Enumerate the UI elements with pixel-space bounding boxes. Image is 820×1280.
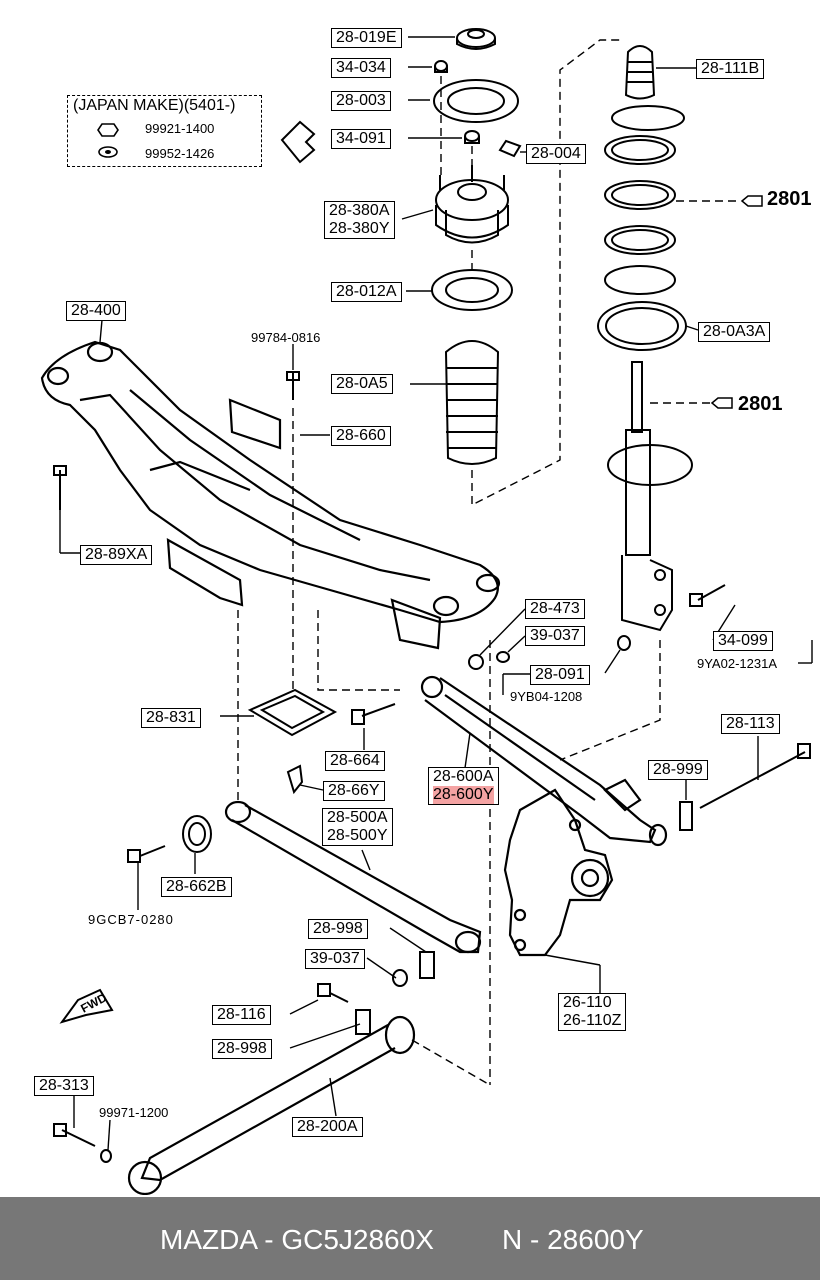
seat-28-003 (433, 79, 519, 123)
label-34-091[interactable]: 34-091 (331, 129, 391, 149)
bushing-28-473 (468, 654, 484, 670)
label-9YB04-1208[interactable]: 9YB04-1208 (510, 689, 583, 704)
label-28-600A: 28-600A (433, 768, 494, 785)
label-26-110-a: 26-110 (563, 994, 612, 1011)
washer-28-998-b (355, 1009, 371, 1035)
label-28-500Y: 28-500Y (327, 827, 388, 844)
label-28-600[interactable]: 28-600A 28-600Y (428, 767, 499, 805)
dust-cap-28-019E (456, 28, 496, 50)
label-28-600Y-highlighted: 28-600Y (433, 786, 494, 804)
label-28-012A[interactable]: 28-012A (331, 282, 402, 302)
label-28-004[interactable]: 28-004 (526, 144, 586, 164)
bolt-28-313 (53, 1123, 96, 1147)
label-39-037-a[interactable]: 39-037 (525, 626, 585, 646)
label-28-019E[interactable]: 28-019E (331, 28, 402, 48)
label-28-380Y: 28-380Y (329, 220, 390, 237)
footer-bar: MAZDA - GC5J2860X N - 28600Y (0, 1197, 820, 1280)
label-9YA02-1231A[interactable]: 9YA02-1231A (697, 656, 777, 671)
label-28-998-b[interactable]: 28-998 (212, 1039, 272, 1059)
nut-28-66Y (286, 764, 304, 795)
nut-39-037-b (392, 969, 408, 987)
japan-make-box (67, 95, 262, 167)
shock-absorber-2801 (607, 361, 693, 632)
lateral-arm-28-500 (224, 800, 482, 954)
label-26-110Z: 26-110Z (563, 1012, 622, 1029)
label-28-662B[interactable]: 28-662B (161, 877, 232, 897)
nut-34-034 (434, 60, 448, 73)
nut-39-037-a (496, 651, 510, 663)
label-28-831[interactable]: 28-831 (141, 708, 201, 728)
japan-make-title: (JAPAN MAKE)(5401-) (73, 97, 236, 114)
knuckle-26-110 (503, 788, 614, 957)
label-28-89XA[interactable]: 28-89XA (80, 545, 153, 565)
footer-part-number: MAZDA - GC5J2860X (160, 1224, 434, 1255)
label-28-473[interactable]: 28-473 (525, 599, 585, 619)
footer-oem-number: N - 28600Y (502, 1224, 644, 1255)
lower-arm-28-200A (127, 1015, 416, 1195)
label-28-999[interactable]: 28-999 (648, 760, 708, 780)
label-28-091[interactable]: 28-091 (530, 665, 590, 685)
label-2801-shock[interactable]: 2801 (738, 393, 783, 415)
label-28-500[interactable]: 28-500A 28-500Y (322, 808, 393, 846)
arrow-icon (740, 195, 763, 207)
label-99971-1200[interactable]: 99971-1200 (99, 1105, 169, 1120)
label-28-111B[interactable]: 28-111B (696, 59, 765, 79)
washer-28-004 (498, 139, 522, 158)
washer-99971 (100, 1149, 112, 1163)
label-39-037-b[interactable]: 39-037 (305, 949, 365, 969)
bolt-28-664 (351, 703, 396, 725)
nut-washer-icon (97, 123, 119, 158)
label-28-116[interactable]: 28-116 (212, 1005, 271, 1025)
label-28-313[interactable]: 28-313 (34, 1076, 94, 1096)
bushing-cover-28-831 (247, 688, 338, 737)
nut-28-091 (617, 635, 631, 651)
label-28-380[interactable]: 28-380A 28-380Y (324, 201, 395, 239)
label-28-998-a[interactable]: 28-998 (308, 919, 368, 939)
bolt-34-099 (689, 584, 726, 607)
seat-28-012A (431, 269, 513, 311)
label-34-034[interactable]: 34-034 (331, 58, 391, 78)
label-2801-spring[interactable]: 2801 (767, 188, 812, 210)
seat-28-0A3A (597, 301, 687, 351)
label-28-500A: 28-500A (327, 809, 388, 826)
washer-28-998-a (419, 951, 435, 979)
label-28-660[interactable]: 28-660 (331, 426, 391, 446)
arrow-icon (280, 120, 316, 164)
nut-34-091 (464, 130, 480, 144)
bolt-28-116 (317, 983, 349, 1003)
bump-stop-28-111B (624, 45, 656, 100)
bolt-99784 (286, 371, 300, 400)
crossmember-28-400 (40, 340, 501, 650)
label-28-400[interactable]: 28-400 (66, 301, 126, 321)
bolt-9GCB7 (127, 845, 166, 863)
label-26-110[interactable]: 26-110 26-110Z (558, 993, 627, 1031)
suspension-exploded-diagram (40, 28, 813, 1195)
mount-28-380 (435, 165, 509, 244)
label-28-0A3A[interactable]: 28-0A3A (698, 322, 771, 342)
bolt-28-89XA (53, 465, 67, 510)
bolt-28-113 (699, 743, 811, 809)
japan-make-part-1: 99921-1400 (145, 121, 215, 136)
label-28-380A: 28-380A (329, 202, 390, 219)
label-28-200A[interactable]: 28-200A (292, 1117, 363, 1137)
label-28-0A5[interactable]: 28-0A5 (331, 374, 393, 394)
label-9GCB7-0280[interactable]: 9GCB7-0280 (88, 912, 174, 927)
label-28-66Y[interactable]: 28-66Y (323, 781, 385, 801)
bushing-28-662B (182, 815, 212, 853)
coil-spring-2801 (604, 105, 685, 295)
washer-28-999 (679, 801, 693, 831)
trailing-arm-28-600 (420, 675, 668, 847)
label-28-664[interactable]: 28-664 (325, 751, 385, 771)
boot-28-0A5 (444, 340, 500, 465)
arrow-icon (710, 397, 733, 409)
label-34-099[interactable]: 34-099 (713, 631, 773, 651)
label-99784-0816[interactable]: 99784-0816 (251, 330, 321, 345)
fwd-arrow-icon (59, 988, 114, 1024)
japan-make-part-2: 99952-1426 (145, 146, 215, 161)
label-28-003[interactable]: 28-003 (331, 91, 391, 111)
label-28-113[interactable]: 28-113 (721, 714, 780, 734)
